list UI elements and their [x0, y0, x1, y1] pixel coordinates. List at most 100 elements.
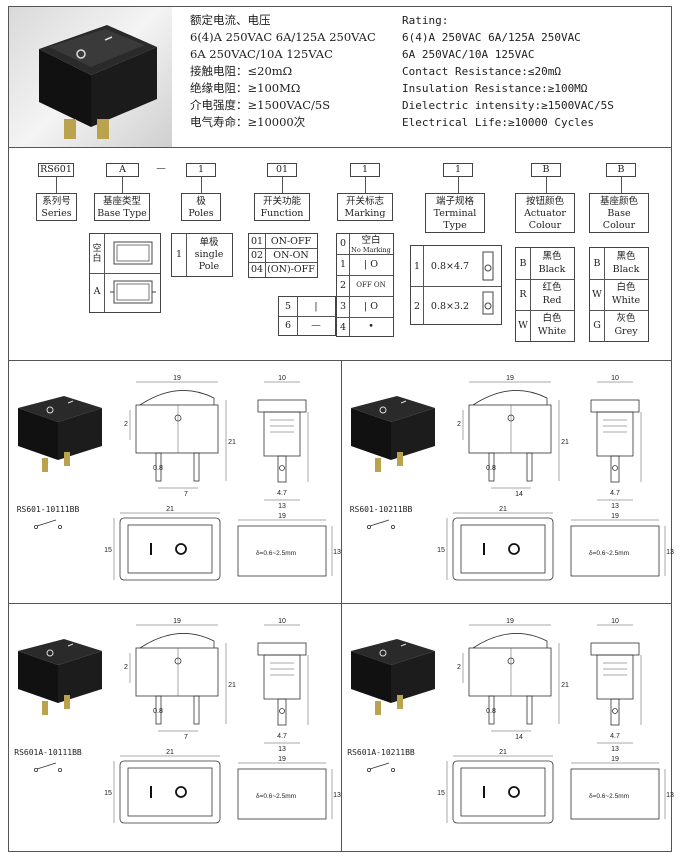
front-view-cap: [257, 642, 307, 656]
poles-en1: single: [194, 249, 224, 260]
dim-depth: 10: [278, 618, 286, 625]
function-on-off: ON-OFF: [270, 236, 312, 247]
dim-height: 21: [228, 439, 236, 446]
header-poles: 极 Poles: [181, 193, 221, 221]
switch-photo: [18, 639, 102, 715]
spec-cn-insulation: 绝缘电阻：≥100MΩ: [190, 81, 301, 95]
base-type-code-blank: 空白: [92, 244, 102, 264]
side-view-body: [468, 404, 552, 454]
spec-en-dielectric: Dielectric intensity:≥1500VAC/5S: [402, 99, 614, 112]
header-terminal: 端子规格 Terminal Type: [425, 193, 485, 233]
dim-terminal: 13: [611, 503, 619, 510]
dim-cutout-height: 13: [333, 792, 341, 799]
spec-en-rating-label: Rating:: [402, 14, 449, 27]
dim-width: 19: [506, 618, 514, 625]
spec-cn-rating-1: 6(4)A 250VAC 6A/125A 250VAC: [190, 30, 376, 44]
poles-code: 1: [175, 249, 183, 260]
dim-depth: 10: [611, 618, 619, 625]
switch-photo: [351, 639, 435, 715]
function-table-extra: 5 | 6 —: [278, 296, 336, 336]
dim-c: 2: [124, 664, 128, 671]
marking-symbol-1: | O: [363, 259, 378, 270]
specs-chinese: 额定电流、电压 6(4)A 250VAC 6A/125A 250VAC 6A 2…: [190, 12, 376, 131]
actuator-red: Red: [542, 295, 562, 306]
actuator-colour-table: B 黑色 Black R 红色 Red W 白色 White: [515, 247, 575, 342]
spec-cn-rating-label: 额定电流、电压: [190, 13, 271, 27]
side-view-body: [135, 404, 219, 454]
switch-symbol: [366, 767, 371, 772]
divider: [8, 603, 672, 604]
code-function: 01: [267, 163, 297, 177]
marking-blank-cn: 空白: [361, 235, 381, 246]
spec-en-contact: Contact Resistance:≤20mΩ: [402, 65, 561, 78]
top-view-bezel: [119, 517, 221, 581]
base-type-table: 空白 A: [89, 233, 161, 313]
model-number: RS601-10111BB: [17, 505, 80, 514]
panel-cutout: [237, 525, 327, 577]
terminal-size-1: 0.8×4.7: [430, 261, 470, 272]
side-view-body: [135, 647, 219, 697]
dim-cutout-width: 19: [278, 756, 286, 763]
top-view-bezel: [452, 760, 554, 824]
dim-frame-width: 21: [499, 506, 507, 513]
model-number: RS601-10211BB: [350, 505, 413, 514]
function-momentary: (ON)-OFF: [267, 264, 315, 275]
dim-a: 0.8: [153, 708, 163, 715]
dim-pitch: 4.7: [610, 733, 620, 740]
side-view-body: [468, 647, 552, 697]
header-base-type: 基座类型 Base Type: [94, 193, 150, 221]
dim-pitch: 4.7: [277, 733, 287, 740]
panel-cutout: [570, 768, 660, 820]
actuator-white: White: [537, 326, 567, 337]
code-series: RS601: [38, 163, 74, 177]
dim-c: 2: [124, 421, 128, 428]
panel-cutout: [570, 525, 660, 577]
base-type-drawings: [110, 241, 156, 304]
dim-frame-width: 21: [166, 506, 174, 513]
code-terminal: 1: [443, 163, 473, 177]
header-series: 系列号 Series: [36, 193, 77, 221]
terminal-size-2: 0.8×3.2: [430, 301, 470, 312]
terminal-drawings: [482, 251, 494, 315]
spec-cn-life: 电气寿命：≥10000次: [190, 115, 306, 129]
spec-en-life: Electrical Life:≥10000 Cycles: [402, 116, 595, 129]
actuator-black: Black: [538, 264, 566, 275]
dim-c: 2: [457, 664, 461, 671]
dim-b: 14: [515, 491, 523, 498]
model-number: RS601A-10211BB: [347, 748, 415, 757]
panel-thickness: δ=0.6~2.5mm: [256, 550, 296, 557]
dim-c: 2: [457, 421, 461, 428]
marking-symbol-2: OFF ON: [356, 281, 386, 289]
function-on-on: ON-ON: [273, 250, 309, 261]
dim-b: 7: [184, 491, 188, 498]
dim-cutout-width: 19: [611, 756, 619, 763]
base-colour-table: B 黑色 Black W 白色 White G 灰色 Grey: [589, 247, 649, 342]
panel-cutout: [237, 768, 327, 820]
dim-width: 19: [506, 375, 514, 382]
dim-cutout-height: 13: [666, 549, 674, 556]
header-actuator: 按钮颜色 Actuator Colour: [515, 193, 575, 233]
code-poles: 1: [186, 163, 216, 177]
specs-english: Rating: 6(4)A 250VAC 6A/125A 250VAC 6A 2…: [402, 12, 614, 131]
panel-thickness: δ=0.6~2.5mm: [589, 793, 629, 800]
switch-symbol: [33, 767, 38, 772]
switch-symbol: [366, 524, 371, 529]
poles-en2: Pole: [198, 261, 220, 272]
switch-photo: [18, 396, 102, 472]
header-function: 开关功能 Function: [254, 193, 310, 221]
dim-b: 7: [184, 734, 188, 741]
switch-photo: [351, 396, 435, 472]
dim-terminal: 13: [278, 746, 286, 753]
spec-cn-dielectric: 介电强度：≥1500VAC/5S: [190, 98, 331, 112]
rocker-switch-icon: [39, 25, 157, 139]
poles-cn: 单极: [199, 237, 219, 248]
spec-en-rating-2: 6A 250VAC/10A 125VAC: [402, 48, 535, 61]
dim-pitch: 4.7: [277, 490, 287, 497]
